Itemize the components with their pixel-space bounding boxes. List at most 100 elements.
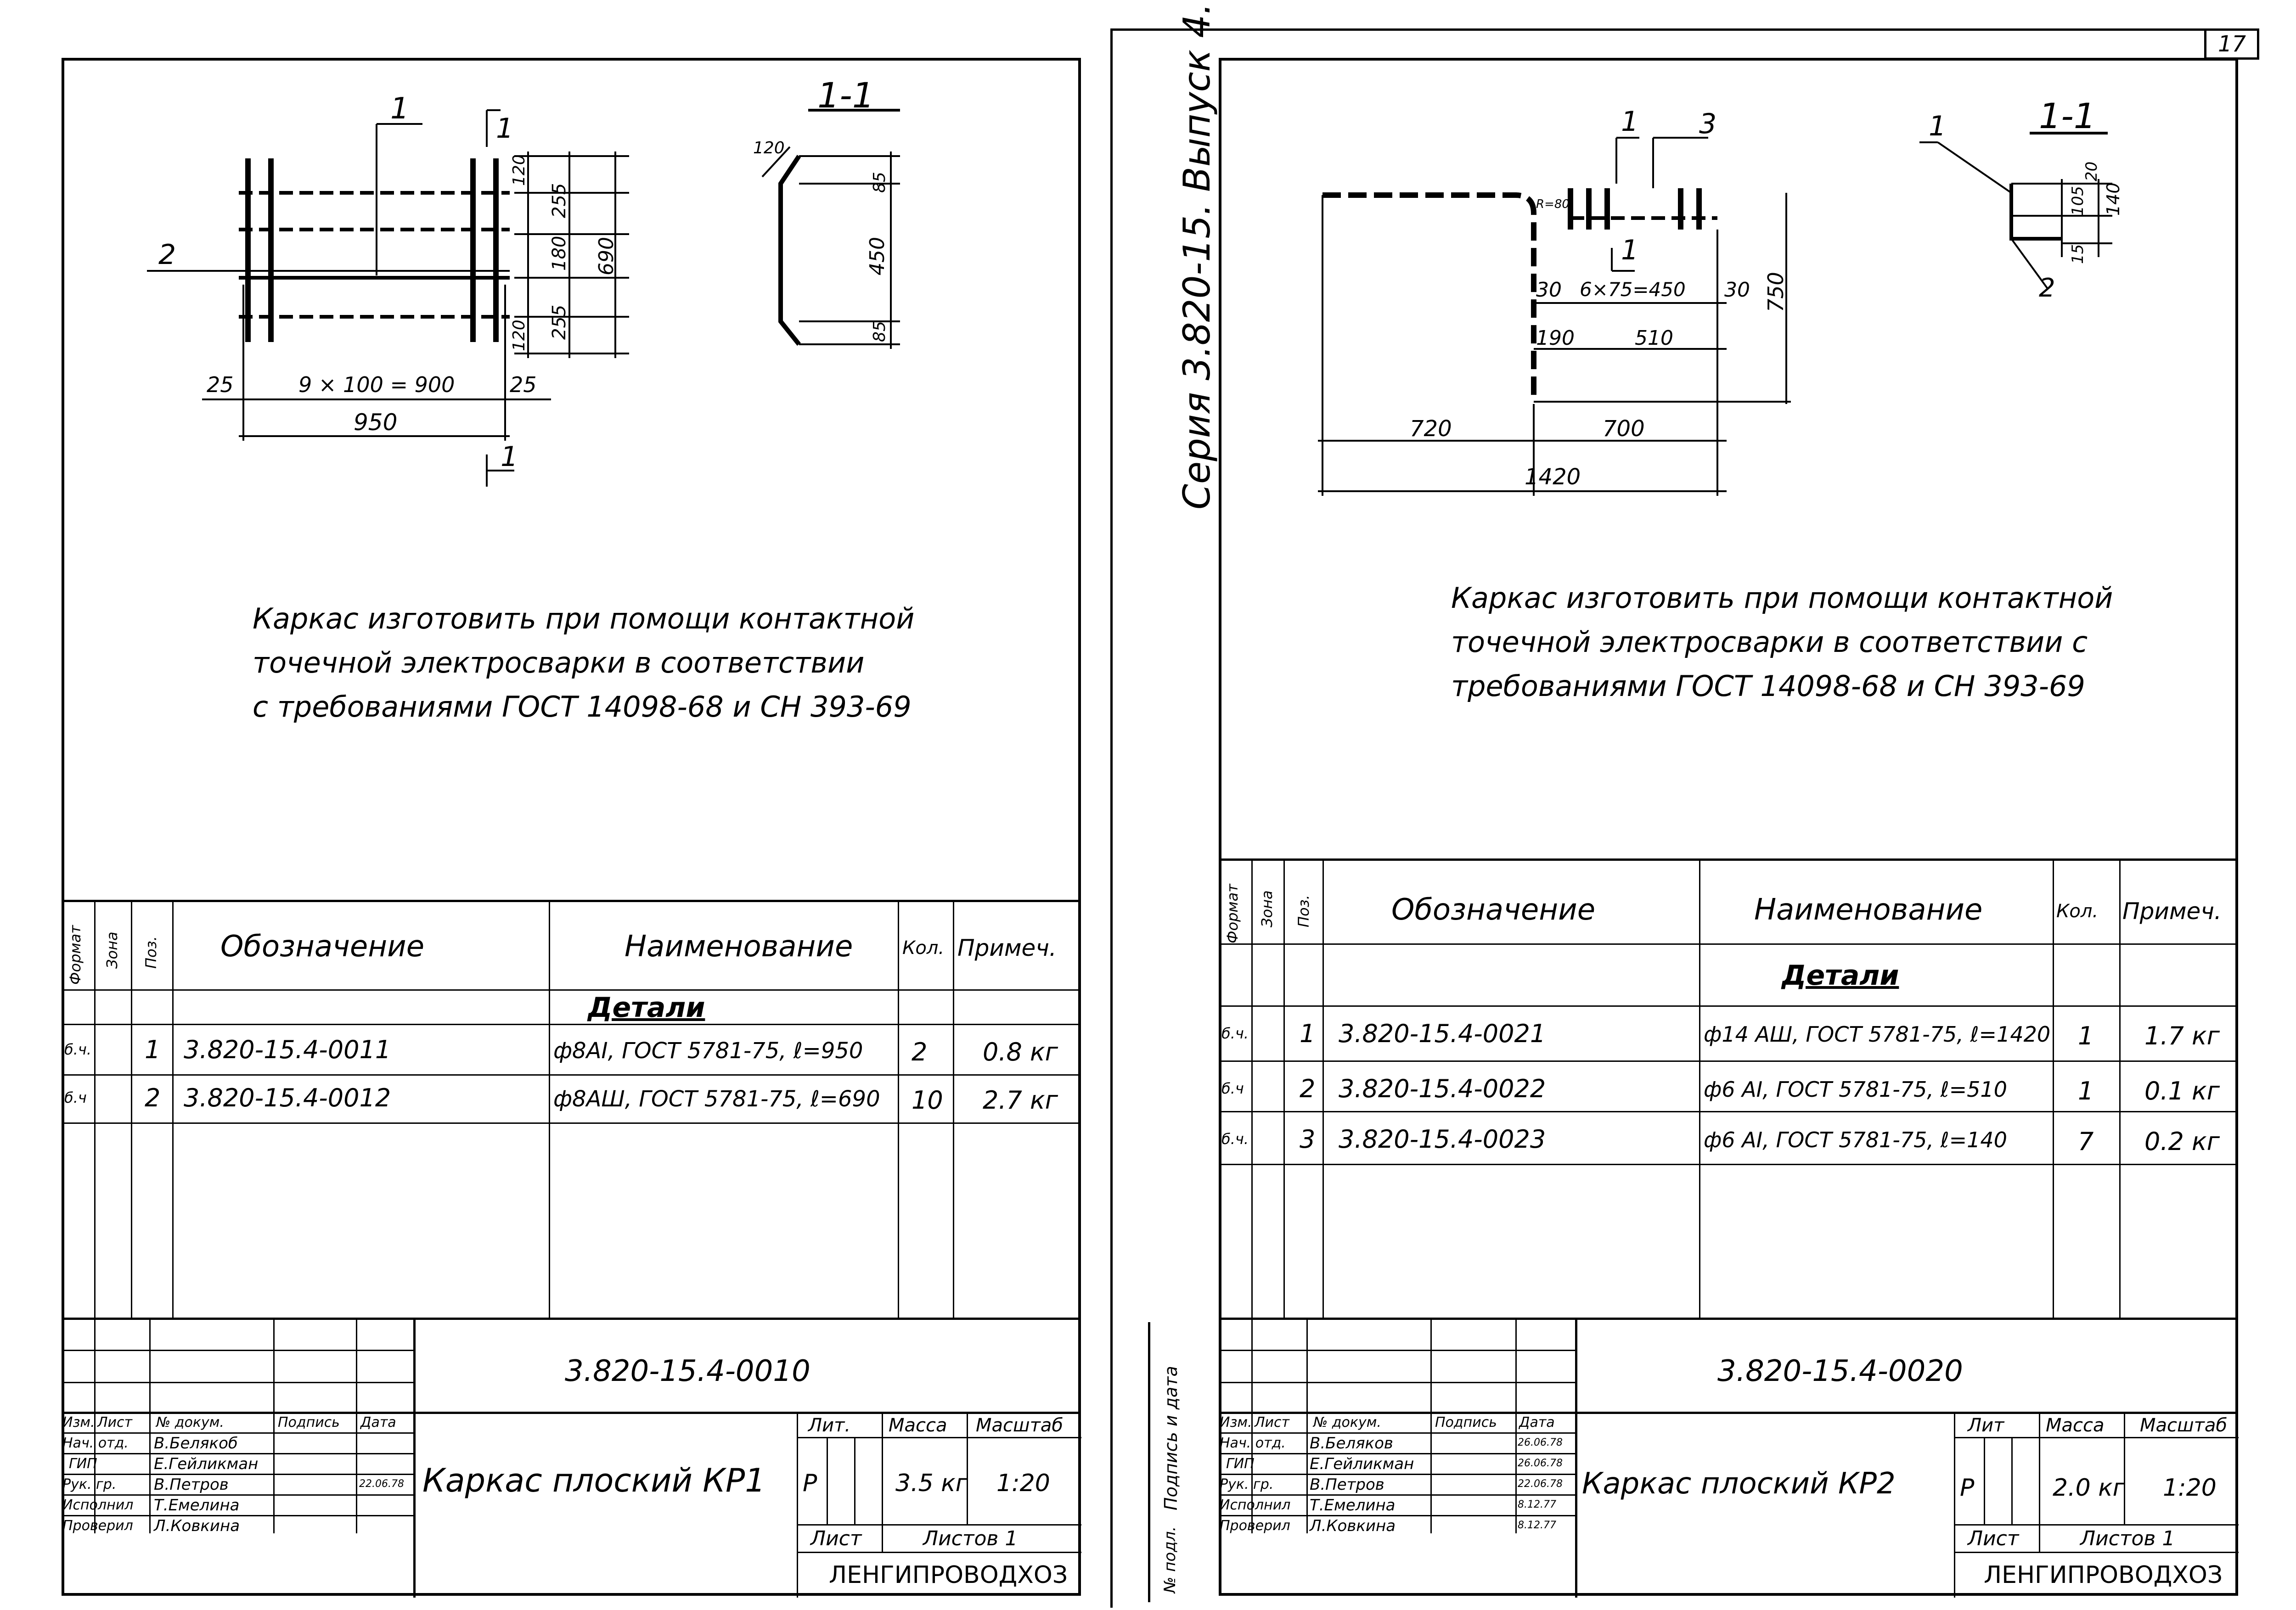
- r-row1-note: 1.7 кг: [2144, 1021, 2220, 1050]
- left-position-mark-2: 2: [158, 239, 176, 271]
- right-staff-name-4: Т.Емелина: [1310, 1496, 1396, 1515]
- r-table-section-details: Детали: [1782, 959, 1899, 992]
- right-staff-date-4: 8.12.77: [1518, 1499, 1556, 1510]
- right-lit-value: Р: [1960, 1474, 1975, 1502]
- section-dim-85-bottom: 85: [870, 321, 889, 342]
- dim-950: 950: [354, 409, 398, 436]
- right-position-mark-3: 3: [1699, 108, 1717, 140]
- right-col-izm: Изм.: [1220, 1414, 1252, 1430]
- right-section-label: 1-1: [2039, 95, 2096, 136]
- left-cut-mark-1: 1: [390, 92, 409, 126]
- right-scale-label: Масштаб: [2140, 1415, 2228, 1436]
- left-scale-label: Масштаб: [976, 1415, 1064, 1436]
- left-note: Каркас изготовить при помощи контактной …: [253, 602, 915, 724]
- left-staff-role-4: Исполнил: [62, 1497, 134, 1513]
- dim-30-left: 30: [1536, 278, 1562, 302]
- right-staff-role-3: Рук. гр.: [1220, 1476, 1274, 1492]
- right-staff-role-1: Нач. отд.: [1220, 1435, 1286, 1451]
- right-cut-mark-2: 1: [1621, 234, 1639, 266]
- left-staff-role-5: Проверил: [62, 1518, 133, 1534]
- dim-900: 9 × 100 = 900: [298, 372, 455, 397]
- page-number: 17: [2218, 31, 2246, 57]
- r-row2-designation: 3.820-15.4-0022: [1339, 1074, 1546, 1103]
- row2-name: ф8АШ, ГОСТ 5781-75, ℓ=690: [553, 1086, 880, 1112]
- r-row2-name: ф6 АI, ГОСТ 5781-75, ℓ=510: [1704, 1077, 2007, 1102]
- dim-750: 750: [1763, 272, 1788, 312]
- left-staff-role-2: ГИП: [69, 1456, 97, 1472]
- dim-190: 190: [1536, 326, 1575, 350]
- left-section-label: 1-1: [817, 75, 875, 116]
- section-dim-450: 450: [866, 237, 889, 275]
- right-org-name: ЛЕНГИПРОВОДХОЗ: [1984, 1561, 2223, 1589]
- right-staff-date-2: 26.06.78: [1518, 1458, 1563, 1469]
- row2-format: б.ч: [64, 1089, 87, 1106]
- r-row1-format: б.ч.: [1221, 1025, 1249, 1042]
- row2-note: 2.7 кг: [983, 1086, 1058, 1115]
- right-staff-name-2: Е.Гейликман: [1310, 1455, 1414, 1473]
- r-col-name-header: Наименование: [1754, 893, 1983, 927]
- left-col-docnum: № докум.: [156, 1414, 224, 1430]
- dim-120-bottom: 120: [510, 320, 529, 351]
- r-row3-format: б.ч.: [1221, 1130, 1249, 1148]
- r-row2-note: 0.1 кг: [2144, 1077, 2220, 1105]
- right-staff-name-1: В.Беляков: [1310, 1434, 1393, 1453]
- dim-120-top: 120: [510, 154, 529, 186]
- right-sheets-label: Листов 1: [2080, 1527, 2175, 1550]
- right-staff-date-3: 22.06.78: [1518, 1478, 1563, 1490]
- left-staff-role-1: Нач. отд.: [62, 1435, 129, 1451]
- section-dim-105: 105: [2069, 186, 2087, 216]
- r-row2-qty: 1: [2078, 1077, 2094, 1105]
- right-col-date: Дата: [1519, 1414, 1555, 1430]
- col-format-header: Формат: [67, 925, 84, 985]
- left-mass-value: 3.5 кг: [895, 1470, 968, 1497]
- r-row3-note: 0.2 кг: [2144, 1127, 2220, 1156]
- section-dim-140: 140: [2103, 182, 2123, 216]
- row2-designation: 3.820-15.4-0012: [184, 1083, 391, 1112]
- right-mass-label: Масса: [2046, 1415, 2105, 1436]
- r-row2-pos: 2: [1300, 1074, 1316, 1103]
- dim-720: 720: [1410, 416, 1452, 442]
- r-row1-qty: 1: [2078, 1021, 2094, 1050]
- right-staff-date-1: 26.06.78: [1518, 1437, 1563, 1448]
- col-qty-header: Кол.: [902, 937, 945, 959]
- left-drawing-title: Каркас плоский КР1: [422, 1462, 765, 1499]
- left-sheet-frame: [62, 58, 1081, 1596]
- right-doc-number: 3.820-15.4-0020: [1717, 1354, 1963, 1388]
- left-sheets-label: Листов 1: [923, 1527, 1018, 1550]
- section-dim-20: 20: [2082, 161, 2101, 181]
- col-name-header: Наименование: [625, 930, 853, 964]
- r-col-zone-header: Зона: [1258, 890, 1276, 927]
- row1-qty: 2: [912, 1038, 928, 1066]
- dim-25-left: 25: [207, 372, 234, 397]
- right-staff-date-5: 8.12.77: [1518, 1520, 1556, 1531]
- r-row3-name: ф6 АI, ГОСТ 5781-75, ℓ=140: [1704, 1128, 2007, 1152]
- dim-255-top: 255: [549, 183, 570, 218]
- left-org-name: ЛЕНГИПРОВОДХОЗ: [829, 1561, 1068, 1589]
- section-dim-85-top: 85: [870, 172, 889, 193]
- dim-6x75: 6×75=450: [1580, 278, 1686, 301]
- left-staff-name-3: В.Петров: [154, 1475, 229, 1494]
- right-lit-label: Лит: [1968, 1415, 2004, 1436]
- r-col-pos-header: Поз.: [1295, 895, 1312, 927]
- right-staff-role-2: ГИП: [1226, 1456, 1255, 1472]
- right-note: Каркас изготовить при помощи контактной …: [1451, 581, 2113, 703]
- r-row3-qty: 7: [2078, 1127, 2094, 1156]
- left-cut-mark-2: 1: [496, 112, 514, 145]
- left-col-sign: Подпись: [278, 1414, 340, 1430]
- dim-30-right: 30: [1724, 278, 1750, 302]
- r-col-note-header: Примеч.: [2122, 898, 2222, 925]
- row2-pos: 2: [145, 1083, 161, 1112]
- side-stamp-signature-date: Подпись и дата: [1161, 1366, 1181, 1510]
- r-row3-designation: 3.820-15.4-0023: [1339, 1125, 1546, 1154]
- left-col-list: Лист: [97, 1414, 133, 1430]
- dim-r80: R=80: [1536, 197, 1570, 211]
- right-position-mark-1: 1: [1929, 110, 1947, 142]
- dim-1420: 1420: [1525, 464, 1581, 490]
- row1-note: 0.8 кг: [983, 1038, 1058, 1066]
- row2-qty: 10: [912, 1086, 943, 1115]
- left-staff-name-5: Л.Ковкина: [154, 1517, 240, 1535]
- left-staff-name-4: Т.Емелина: [154, 1496, 240, 1515]
- dim-180: 180: [549, 236, 570, 271]
- r-col-format-header: Формат: [1224, 884, 1241, 943]
